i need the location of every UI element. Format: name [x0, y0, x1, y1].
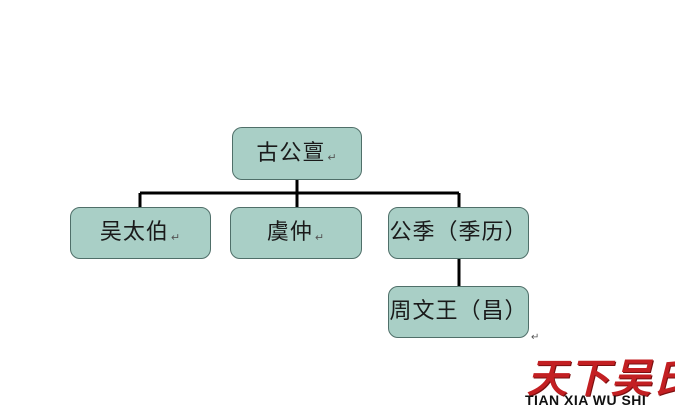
node-label: 周文王（昌）	[389, 299, 528, 324]
watermark-title: 天下吴氏	[527, 355, 675, 402]
node-wenwang: 周文王（昌）	[388, 286, 529, 338]
paragraph-mark: ↵	[170, 230, 182, 244]
node-jili: 公季（季历）	[388, 207, 529, 259]
paragraph-mark: ↵	[531, 332, 540, 343]
node-label: 古公亶	[256, 140, 326, 166]
node-yuzhong: 虞仲↵	[230, 207, 362, 259]
paragraph-mark: ↵	[314, 230, 326, 244]
node-label: 吴太伯	[99, 220, 169, 245]
node-gugong: 古公亶↵	[232, 127, 362, 180]
watermark-logo: 天下吴氏 TIAN XIA WU SHI	[517, 346, 675, 414]
node-label: 公季（季历）	[389, 220, 528, 245]
node-label: 虞仲	[266, 220, 313, 245]
paragraph-mark: ↵	[327, 151, 338, 164]
watermark-subtitle: TIAN XIA WU SHI	[525, 392, 647, 408]
node-taibo: 吴太伯↵	[70, 207, 211, 259]
